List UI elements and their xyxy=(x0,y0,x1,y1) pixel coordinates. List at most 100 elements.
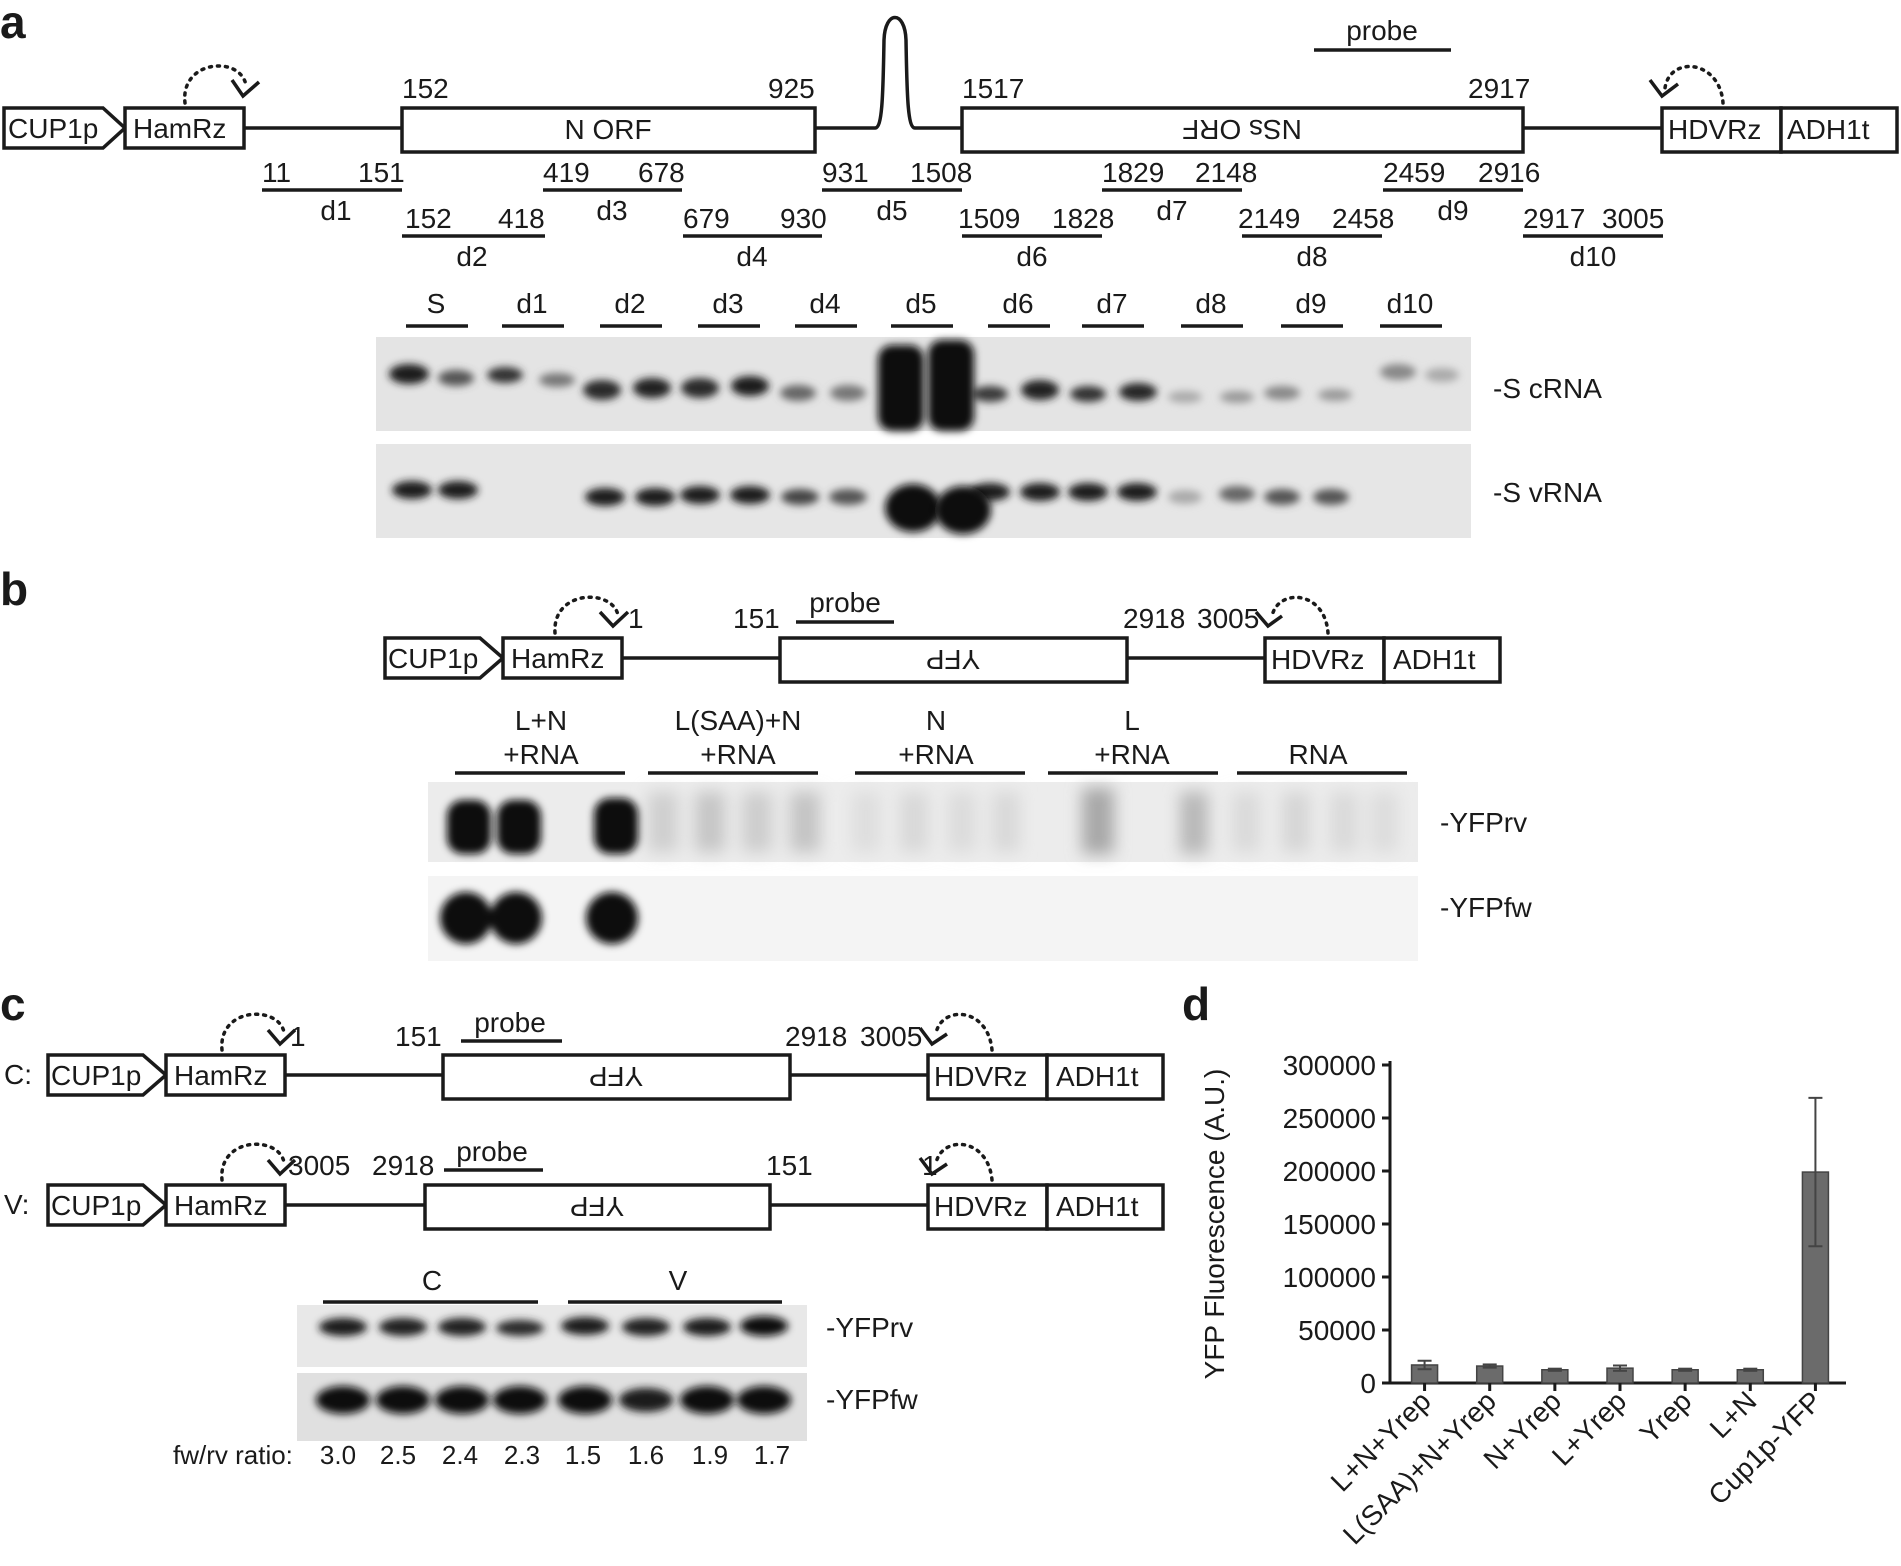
del-name-d7: d7 xyxy=(1156,195,1187,226)
y-tick-label: 0 xyxy=(1360,1368,1376,1399)
lane-group-d10: d10 xyxy=(1380,288,1442,328)
pos-b-151: 151 xyxy=(733,603,780,634)
pos-b-1: 1 xyxy=(628,603,644,634)
blot-label-yfpfw-b: -YFPfw xyxy=(1440,892,1533,923)
lane-group-d2: d2 xyxy=(600,288,662,328)
del-range-d7-end: 2148 xyxy=(1195,157,1257,188)
svg-text:+RNA: +RNA xyxy=(898,739,974,770)
cleavage-arrow-hamrz-a xyxy=(183,64,248,105)
hamrz-label-c: HamRz xyxy=(174,1060,267,1091)
adh1t-box-a xyxy=(1779,106,1899,154)
hamrz-label-b: HamRz xyxy=(511,643,604,674)
del-name-d1: d1 xyxy=(320,195,351,226)
probe-label-c: probe xyxy=(474,1007,546,1038)
ratio-value: 1.9 xyxy=(692,1440,728,1470)
hamrz-box-b xyxy=(501,636,624,680)
cleavage-arrow-hamrz-b xyxy=(553,595,620,635)
blot-label-s-vrna: -S vRNA xyxy=(1493,477,1602,508)
svg-text:L: L xyxy=(1124,705,1140,736)
svg-text:d6: d6 xyxy=(1002,288,1033,319)
hdvrz-label-a: HDVRz xyxy=(1668,114,1761,145)
blot-label-s-crna: -S cRNA xyxy=(1493,373,1602,404)
hdvrz-label-b: HDVRz xyxy=(1271,644,1364,675)
del-range-d6-end: 1828 xyxy=(1052,203,1114,234)
y-tick-label: 300000 xyxy=(1283,1050,1376,1081)
group-c-v: V xyxy=(568,1265,782,1304)
pos-v-2918: 2918 xyxy=(372,1150,434,1181)
cleavage-arrow-hamrz-c xyxy=(220,1012,286,1052)
pos-1517: 1517 xyxy=(962,73,1024,104)
blot-yfpfw-b: -YFPfw xyxy=(428,876,1533,961)
x-tick-label: L+N xyxy=(1704,1385,1763,1444)
ratio-value: 2.4 xyxy=(442,1440,478,1470)
adh1t-box-b xyxy=(1382,636,1502,684)
bar-chart-d: 050000100000150000200000250000300000YFP … xyxy=(1199,1050,1846,1550)
del-range-d8-start: 2149 xyxy=(1238,203,1300,234)
ratio-value: 3.0 xyxy=(320,1440,356,1470)
pos-c-151: 151 xyxy=(395,1021,442,1052)
pos-v-151: 151 xyxy=(766,1150,813,1181)
del-range-d5-end: 1508 xyxy=(910,157,972,188)
ratio-row: fw/rv ratio: 3.0 2.5 2.4 2.3 1.5 1.6 1.9… xyxy=(173,1440,790,1470)
pos-b-3005: 3005 xyxy=(1197,603,1259,634)
probe-label-a: probe xyxy=(1346,15,1418,46)
svg-text:V: V xyxy=(669,1265,688,1296)
lane-group-d3: d3 xyxy=(698,288,760,328)
del-range-d6-start: 1509 xyxy=(958,203,1020,234)
del-range-d4-start: 679 xyxy=(683,203,730,234)
ratio-value: 1.5 xyxy=(565,1440,601,1470)
del-name-d8: d8 xyxy=(1296,241,1327,272)
hdvrz-label-v: HDVRz xyxy=(934,1191,1027,1222)
del-range-d9-start: 2459 xyxy=(1383,157,1445,188)
cleavage-arrow-hdvrz-c xyxy=(934,1012,994,1052)
pos-2917: 2917 xyxy=(1468,73,1530,104)
pos-c-1: 1 xyxy=(290,1021,306,1052)
blot-label-yfprv-c: -YFPrv xyxy=(826,1312,913,1343)
cup1p-promoter-c xyxy=(46,1053,169,1097)
svg-text:d8: d8 xyxy=(1195,288,1226,319)
adh1t-label-c: ADH1t xyxy=(1056,1061,1139,1092)
pos-c-3005: 3005 xyxy=(860,1021,922,1052)
panel-letter-d: d xyxy=(1182,978,1210,1030)
hamrz-label-v: HamRz xyxy=(174,1190,267,1221)
deletion-map: 11 151 d1 152 418 d2 419 678 d3 679 930 … xyxy=(262,157,1664,272)
group-b-l: L+RNA xyxy=(1048,705,1218,775)
adh1t-label-v: ADH1t xyxy=(1056,1191,1139,1222)
cleavage-arrow-hamrz-v xyxy=(220,1142,286,1182)
construct-c-label: C: xyxy=(4,1059,32,1090)
del-range-d2-end: 418 xyxy=(498,203,545,234)
del-name-d6: d6 xyxy=(1016,241,1047,272)
svg-text:+RNA: +RNA xyxy=(1094,739,1170,770)
svg-text:d5: d5 xyxy=(905,288,936,319)
cup1p-label-v: CUP1p xyxy=(51,1190,141,1221)
hamrz-box-a xyxy=(123,106,246,150)
svg-text:+RNA: +RNA xyxy=(503,739,579,770)
blot-yfprv-c: -YFPrv xyxy=(297,1305,913,1367)
construct-b: CUP1p HamRz YFP HDVRz ADH1t probe 1 151 … xyxy=(383,587,1502,684)
x-tick-label: Yrep xyxy=(1634,1385,1698,1449)
svg-text:L+N: L+N xyxy=(515,705,567,736)
group-c-c: C xyxy=(323,1265,538,1304)
del-range-d9-end: 2916 xyxy=(1478,157,1540,188)
yfp-label-v: YFP xyxy=(570,1191,624,1222)
del-range-d1-end: 151 xyxy=(358,157,405,188)
svg-text:d2: d2 xyxy=(614,288,645,319)
del-range-d5-start: 931 xyxy=(822,157,869,188)
probe-label-b: probe xyxy=(809,587,881,618)
pos-b-2918: 2918 xyxy=(1123,603,1185,634)
group-b-rna: RNA xyxy=(1237,739,1407,775)
del-range-d10-start: 2917 xyxy=(1523,203,1585,234)
blot-s-vrna: -S vRNA xyxy=(376,444,1602,538)
lane-group-s: S xyxy=(406,288,468,328)
panel-letter-b: b xyxy=(0,563,28,615)
del-range-d4-end: 930 xyxy=(780,203,827,234)
yfp-box-v xyxy=(423,1183,772,1231)
adh1t-label-b: ADH1t xyxy=(1393,644,1476,675)
cup1p-promoter-a xyxy=(2,106,128,150)
cup1p-promoter-v xyxy=(46,1183,169,1227)
panel-letter-c: c xyxy=(0,978,26,1030)
blot-label-yfprv-b: -YFPrv xyxy=(1440,807,1527,838)
ratio-value: 2.5 xyxy=(380,1440,416,1470)
cup1p-label-c: CUP1p xyxy=(51,1060,141,1091)
yfp-label-c: YFP xyxy=(589,1061,643,1092)
